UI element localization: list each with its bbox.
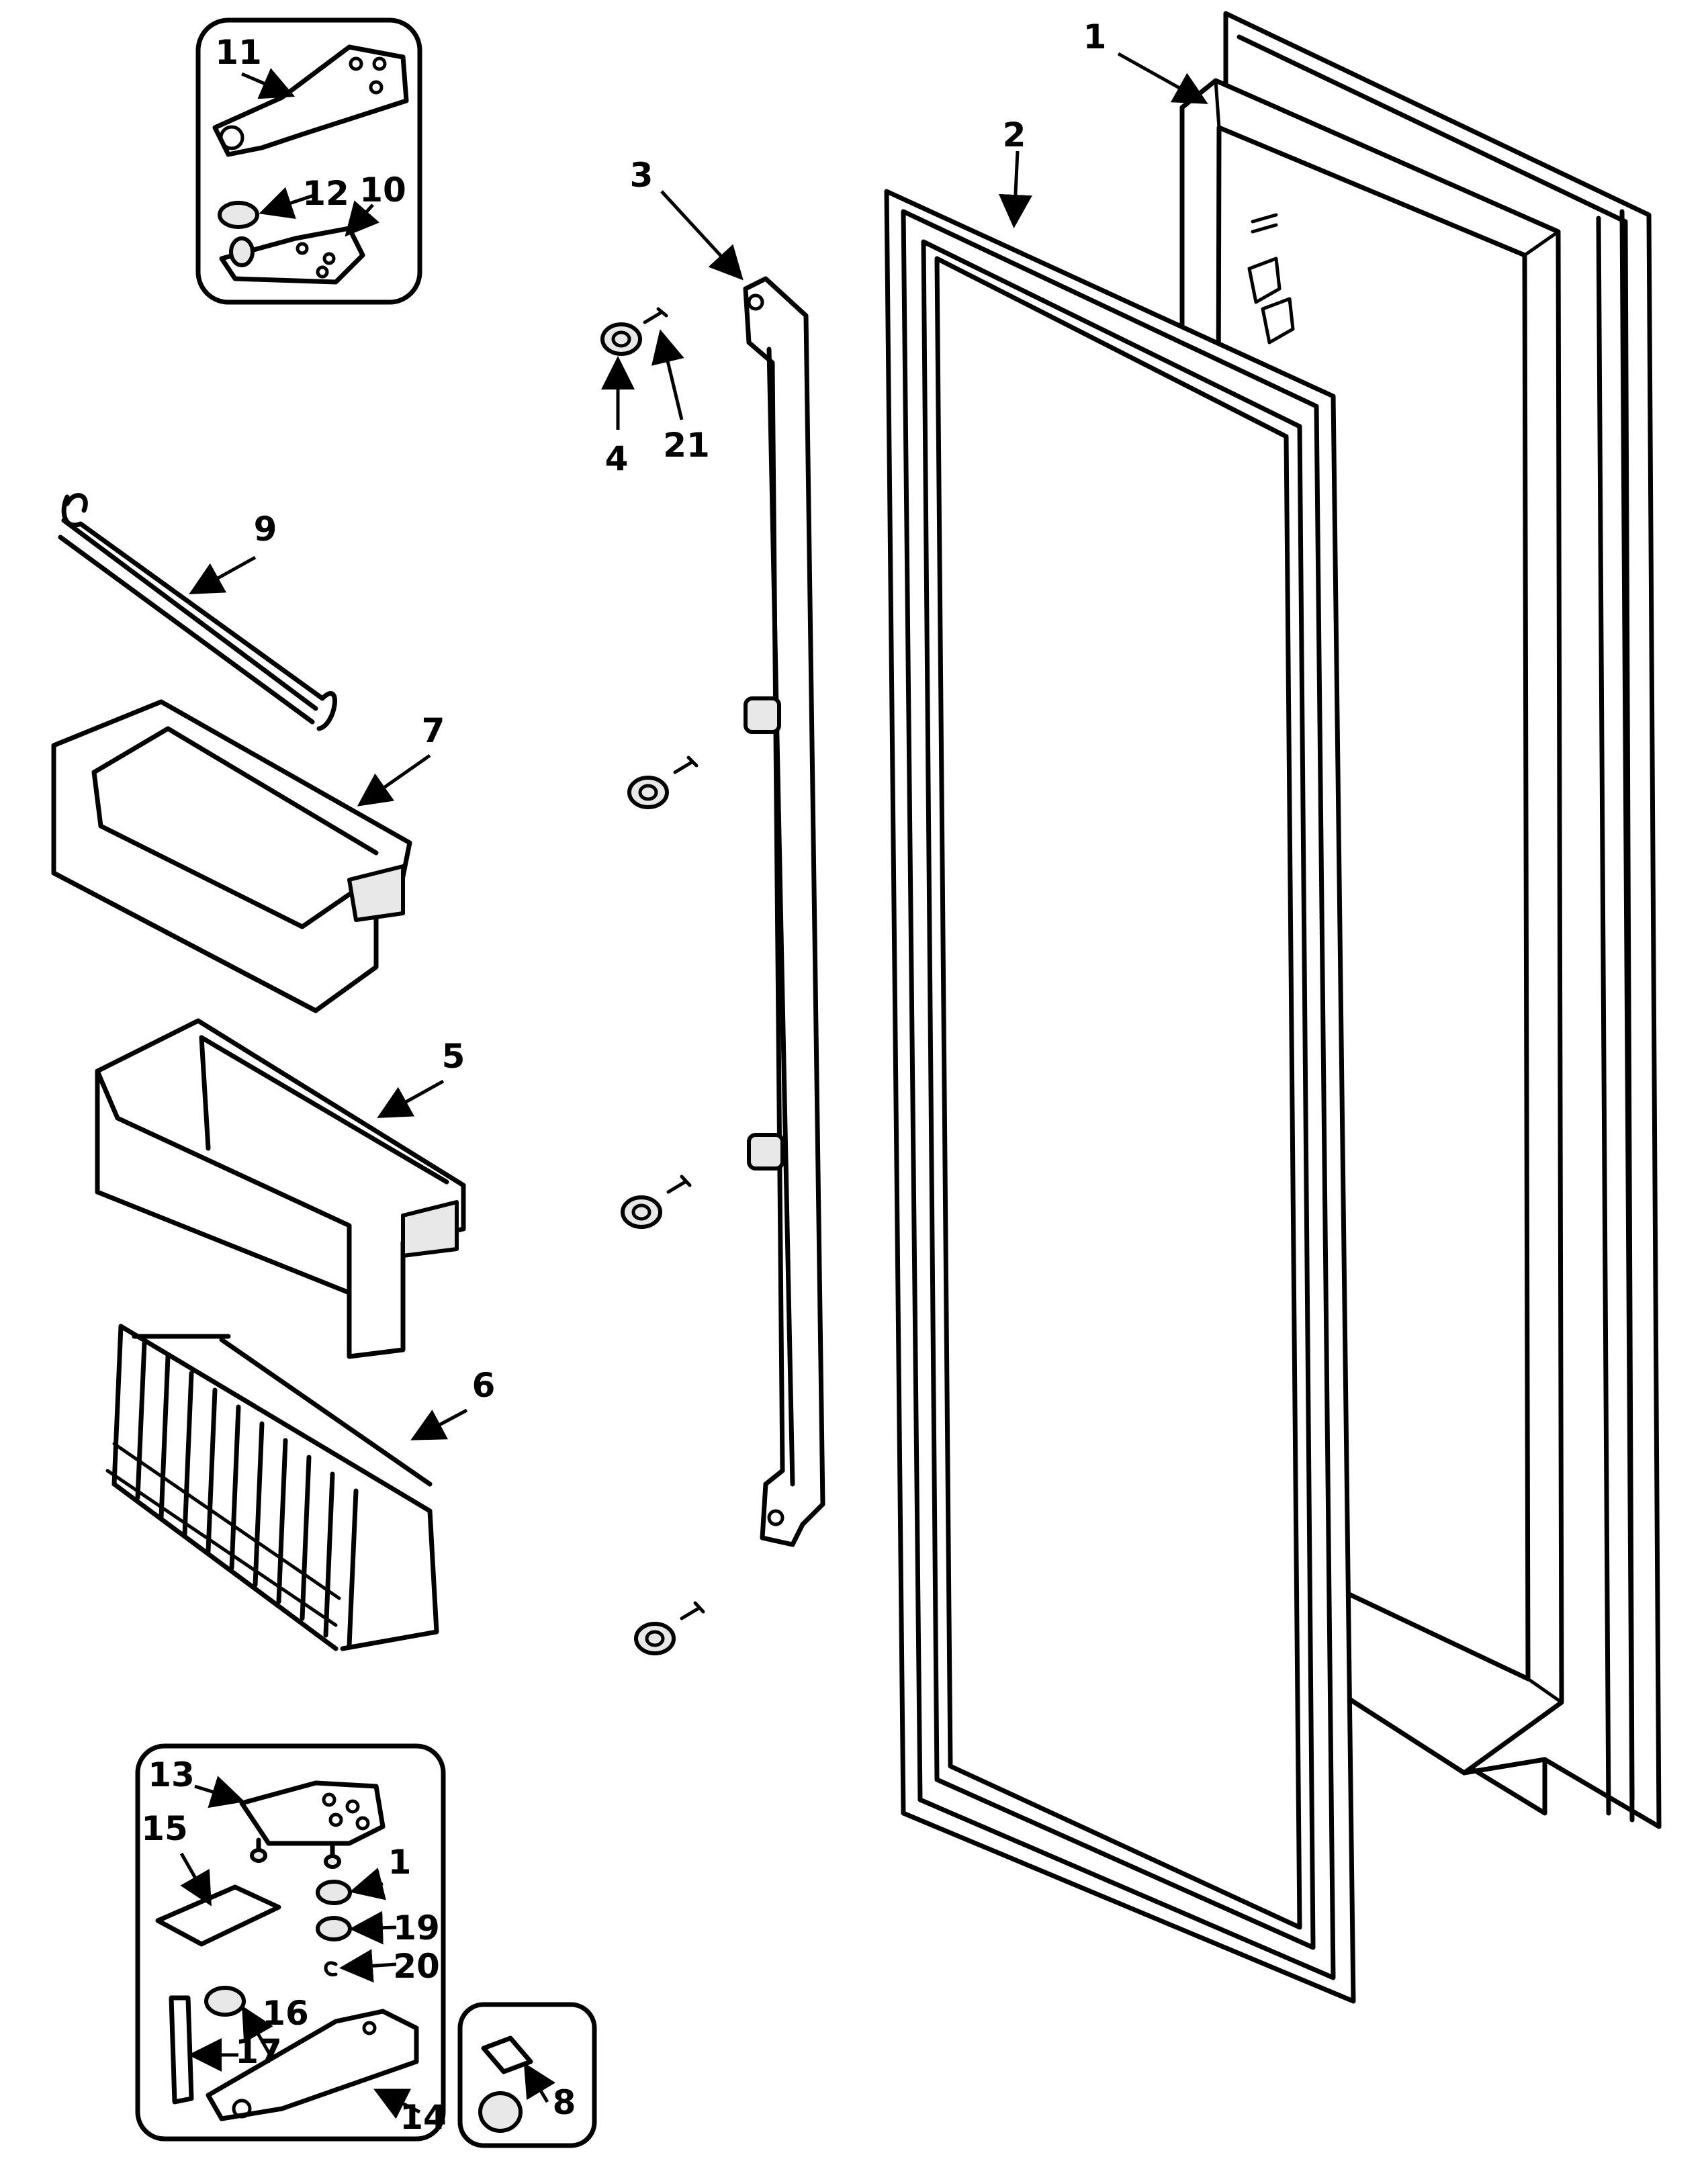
- door-shelf-rail: [743, 276, 825, 1547]
- bushing-3: [621, 1195, 662, 1229]
- callout-part-9: 9: [254, 510, 277, 549]
- screw-3: [666, 1175, 692, 1194]
- door-hinge-bracket: [1247, 213, 1295, 345]
- screw-2: [673, 755, 699, 774]
- bushing-and-screw-set: [600, 307, 705, 1655]
- upper-hinge-kit: [195, 17, 422, 305]
- callout-part-5: 5: [442, 1037, 465, 1076]
- bushing-top: [600, 322, 642, 356]
- callout-part-21: 21: [663, 426, 710, 465]
- callout-part-6: 6: [472, 1366, 496, 1405]
- shelf-retainer-bar: [58, 493, 337, 731]
- door-bin-medium: [95, 1018, 466, 1359]
- bushing-2: [627, 776, 669, 809]
- callout-part-4: 4: [605, 439, 629, 478]
- callout-part-10: 10: [359, 171, 406, 210]
- callout-part-13: 13: [148, 1755, 195, 1794]
- callout-part-16: 16: [262, 1994, 309, 2033]
- bushing-4: [634, 1622, 676, 1655]
- lower-hinge-kit: [135, 1743, 446, 2142]
- callout-part-14: 14: [400, 2098, 447, 2137]
- callout-part-12: 12: [302, 174, 349, 213]
- callout-part-1-lower: 1: [388, 1843, 412, 1882]
- callout-part-15: 15: [141, 1809, 188, 1848]
- callout-part-1: 1: [1083, 17, 1107, 56]
- door-gasket: [884, 189, 1356, 2004]
- callout-part-20: 20: [393, 1947, 440, 1986]
- callout-part-17: 17: [235, 2032, 282, 2071]
- callout-labels: 1 2 3 4 21 9 7 5 6 11 12 10 13 15 1 19 2…: [141, 17, 1106, 2137]
- wire-basket: [105, 1324, 439, 1651]
- leader-arrows: [179, 52, 1208, 2119]
- door-stop-kit: [457, 2002, 597, 2148]
- screw-4: [680, 1601, 705, 1620]
- callout-part-2: 2: [1003, 116, 1026, 154]
- door-bin-large: [51, 699, 412, 1013]
- callout-part-19: 19: [393, 1909, 440, 1947]
- callout-part-7: 7: [422, 711, 445, 750]
- screw-top: [643, 307, 668, 324]
- callout-part-3: 3: [630, 156, 654, 195]
- callout-part-8: 8: [553, 2083, 576, 2122]
- callout-part-11: 11: [215, 33, 262, 72]
